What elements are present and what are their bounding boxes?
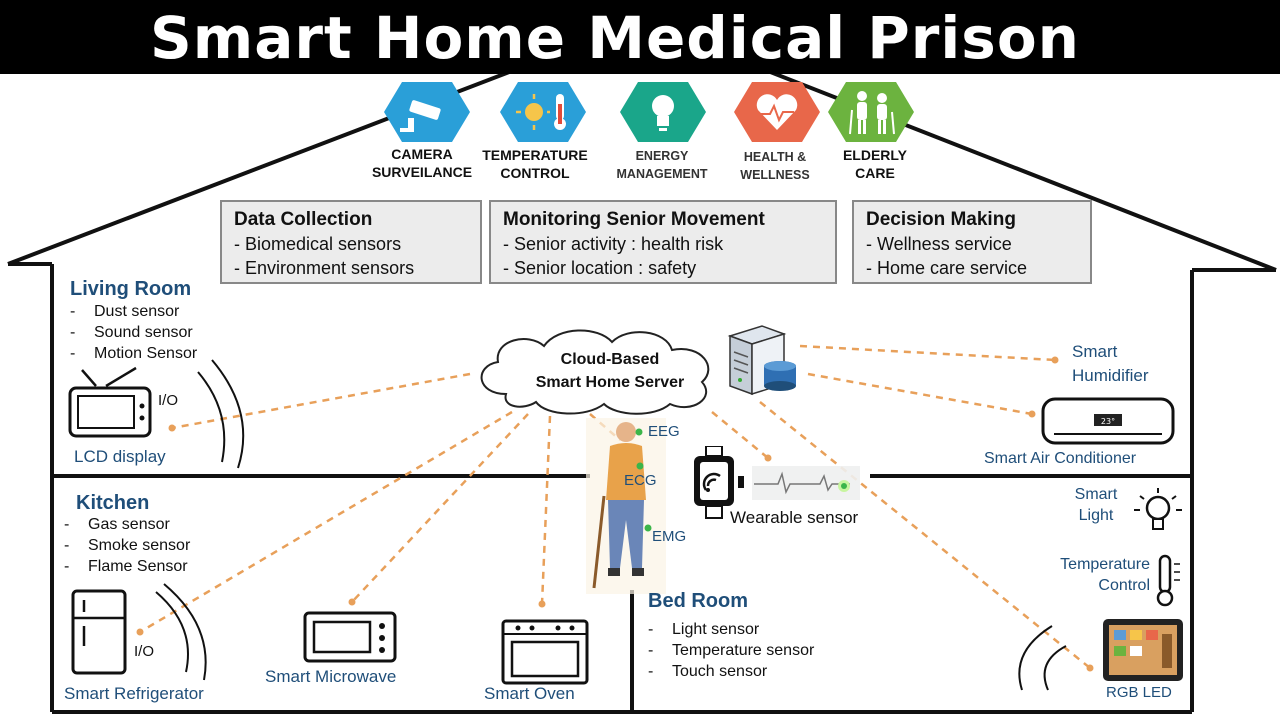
refrigerator-icon (71, 589, 127, 675)
air-conditioner-icon: 23° (1041, 397, 1175, 445)
monitoring-box: Monitoring Senior Movement - Senior acti… (489, 200, 837, 284)
list-item: Dust sensor (70, 301, 197, 322)
thermometer-sun-icon (500, 82, 586, 142)
lcd-display-label: LCD display (74, 447, 166, 466)
list-item: Temperature sensor (648, 640, 814, 661)
bed-room-title: Bed Room (648, 590, 748, 612)
signal-arc-lcd-1 (197, 371, 226, 463)
thermometer-icon (1156, 554, 1180, 607)
ecg-label: ECG (624, 472, 657, 489)
wearable-sensor-label: Wearable sensor (730, 508, 859, 527)
lightbulb-icon (620, 82, 706, 142)
link-humidifier (799, 344, 1056, 362)
box-title: Data Collection (234, 209, 373, 230)
smart-air-conditioner-label: Smart Air Conditioner (984, 450, 1137, 467)
kitchen-sensor-list: Gas sensor Smoke sensor Flame Sensor (64, 514, 190, 577)
living-room-sensor-list: Dust sensor Sound sensor Motion Sensor (70, 301, 197, 364)
link-microwave (351, 413, 529, 603)
smart-microwave-label: Smart Microwave (265, 667, 397, 686)
box-item: - Environment sensors (234, 258, 415, 278)
microwave-icon (303, 611, 397, 663)
page-title: Smart Home Medical Prison (150, 4, 1080, 72)
link-oven (540, 415, 552, 605)
box-item: - Senior activity : health risk (503, 234, 724, 254)
signal-arc-fridge-1 (155, 591, 189, 673)
rgb-led-panel-icon (1103, 619, 1183, 681)
box-item: - Wellness service (866, 234, 1012, 254)
elderly-couple-icon (828, 82, 914, 142)
box-title: Decision Making (866, 209, 1016, 230)
kitchen-title: Kitchen (76, 492, 150, 514)
link-fridge (139, 410, 513, 634)
camera-icon (384, 82, 470, 142)
rgb-led-label: RGB LED (1106, 684, 1172, 701)
box-item: - Home care service (866, 258, 1028, 278)
smart-refrigerator-label: Smart Refrigerator (64, 684, 204, 703)
ac-display: 23° (1101, 417, 1115, 426)
smart-oven-label: Smart Oven (484, 684, 575, 703)
box-item: - Biomedical sensors (234, 234, 402, 254)
list-item: Light sensor (648, 619, 814, 640)
tv-icon (68, 366, 152, 438)
signal-arc-lcd-2 (211, 359, 245, 469)
bed-room-sensor-list: Light sensor Temperature sensor Touch se… (648, 619, 814, 682)
io-label: I/O (158, 392, 179, 409)
box-item: - Senior location : safety (503, 258, 697, 278)
list-item: Touch sensor (648, 661, 814, 682)
link-rgb (759, 401, 1091, 669)
eeg-label: EEG (648, 423, 680, 440)
lightbulb-outline-icon (1134, 488, 1182, 530)
list-item: Motion Sensor (70, 343, 197, 364)
server-icon (727, 325, 796, 396)
living-room-title: Living Room (70, 278, 192, 300)
box-title: Monitoring Senior Movement (503, 209, 765, 230)
oven-icon (501, 619, 589, 685)
decision-making-box: Decision Making - Wellness service - Hom… (852, 200, 1092, 284)
elderly-person-figure (586, 418, 666, 594)
list-item: Smoke sensor (64, 535, 190, 556)
signal-arc-rgb-2 (1018, 625, 1053, 691)
link-ac (807, 372, 1033, 416)
heart-pulse-icon (734, 82, 820, 142)
title-bar: Smart Home Medical Prison (0, 0, 1280, 74)
io-label: I/O (134, 643, 155, 660)
list-item: Sound sensor (70, 322, 197, 343)
signal-arc-fridge-2 (163, 583, 207, 681)
list-item: Flame Sensor (64, 556, 190, 577)
list-item: Gas sensor (64, 514, 190, 535)
emg-label: EMG (652, 528, 687, 545)
smartwatch-icon (694, 446, 860, 519)
cloud-icon (480, 329, 710, 415)
data-collection-box: Data Collection - Biomedical sensors - E… (220, 200, 482, 284)
signal-arc-rgb-1 (1043, 645, 1067, 691)
category-label-health: HEALTH &WELLNESS (740, 150, 810, 182)
